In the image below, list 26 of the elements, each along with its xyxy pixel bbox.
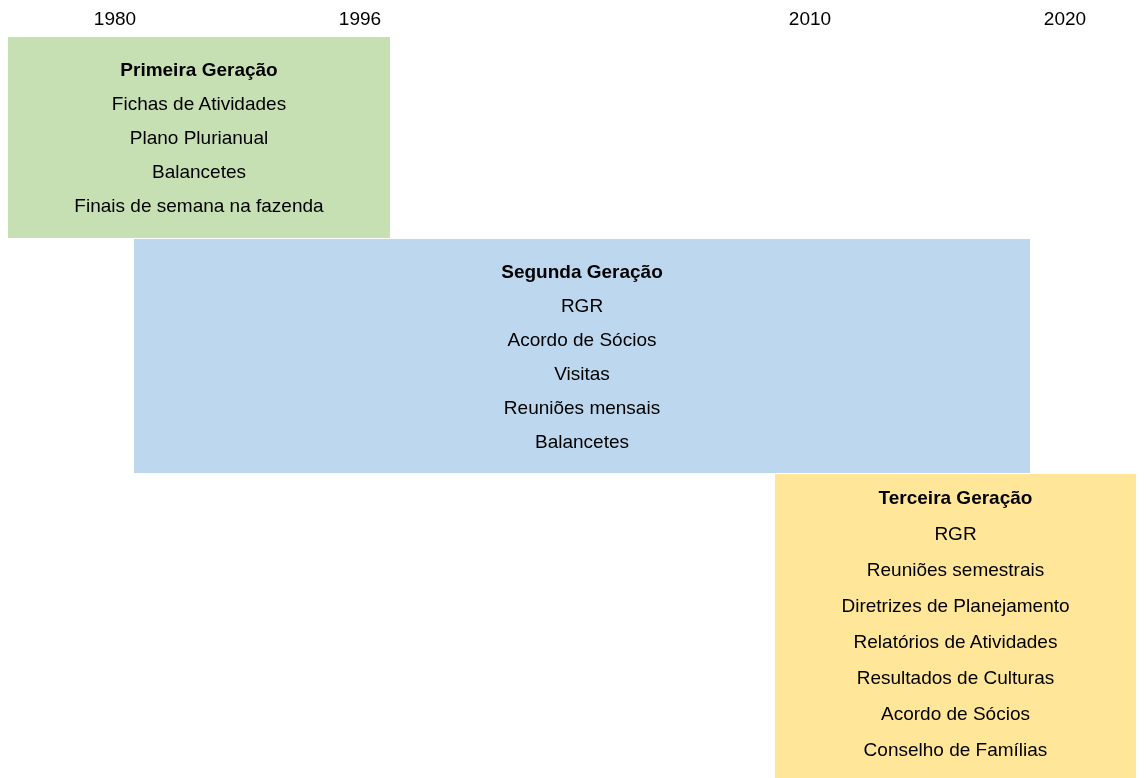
generation-heading: Primeira Geração <box>120 58 278 82</box>
list-item: Fichas de Atividades <box>111 92 287 116</box>
list-item: Balancetes <box>535 430 629 454</box>
list-item: Visitas <box>554 362 610 386</box>
list-item: Acordo de Sócios <box>881 702 1030 726</box>
generation-heading: Terceira Geração <box>878 486 1033 510</box>
generation-band <box>775 474 1136 778</box>
list-item: Plano Plurianual <box>129 126 269 150</box>
generation-band <box>8 37 390 238</box>
list-item: Conselho de Famílias <box>863 738 1048 762</box>
list-item: RGR <box>934 522 977 546</box>
list-item: RGR <box>560 294 604 318</box>
list-item: Diretrizes de Planejamento <box>841 594 1070 618</box>
generation-band <box>134 239 1030 473</box>
list-item: Balancetes <box>152 160 246 184</box>
year-label: 2020 <box>1043 8 1087 30</box>
list-item: Finais de semana na fazenda <box>74 194 324 218</box>
year-label: 2010 <box>788 8 832 30</box>
year-label: 1980 <box>93 8 137 30</box>
list-item: Acordo de Sócios <box>507 328 657 352</box>
generation-heading: Segunda Geração <box>501 260 663 284</box>
year-label: 1996 <box>338 8 382 30</box>
list-item: Resultados de Culturas <box>856 666 1055 690</box>
list-item: Reuniões mensais <box>503 396 661 420</box>
list-item: Reuniões semestrais <box>866 558 1045 582</box>
list-item: Relatórios de Atividades <box>853 630 1058 654</box>
